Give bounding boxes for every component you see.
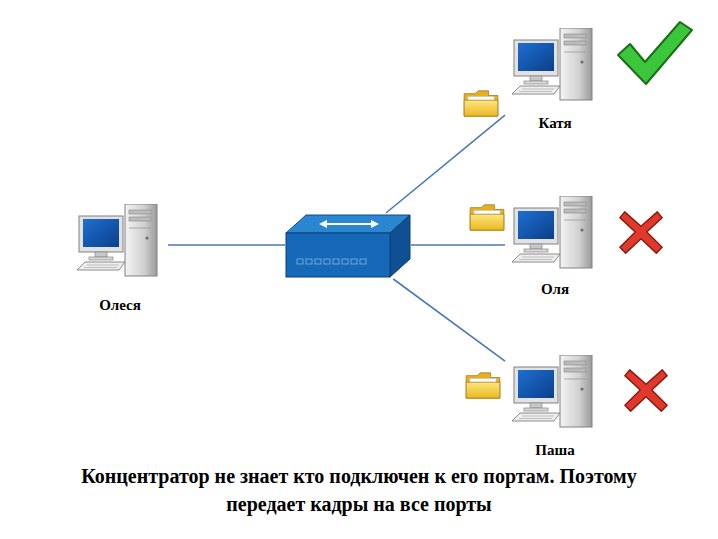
hub-node (285, 213, 411, 279)
computer-icons (77, 28, 592, 427)
hub-port (351, 259, 357, 264)
hub-part (390, 215, 410, 277)
hub-port (324, 259, 330, 264)
computer-icon (512, 355, 592, 427)
computer-node: Катя (505, 26, 605, 132)
network-cable (386, 115, 505, 213)
caption-text: Концентратор не знает кто подключен к ег… (59, 462, 659, 518)
folder-icon (464, 91, 498, 116)
folder-icon (466, 373, 500, 398)
computer-node: Олеся (72, 204, 168, 314)
network-cable (393, 279, 505, 361)
computer-name: Олеся (72, 297, 168, 314)
computer-node: Паша (505, 353, 605, 459)
computer-icon (77, 204, 157, 276)
computer-node: Оля (505, 194, 605, 298)
folder-icon (470, 205, 504, 230)
hub-port (360, 259, 366, 264)
hub-part (325, 223, 373, 225)
computer-name: Оля (505, 281, 605, 298)
hub-port (315, 259, 321, 264)
hub-port (342, 259, 348, 264)
hub-part (371, 220, 379, 228)
computer-name: Паша (505, 442, 605, 459)
hub-part (319, 220, 327, 228)
computer-icon (512, 196, 592, 268)
network-cable (168, 244, 285, 246)
hub-port (333, 259, 339, 264)
network-cable (411, 244, 505, 246)
cross-mark (625, 370, 667, 411)
hub-part (286, 215, 410, 233)
cross-mark (620, 212, 662, 253)
computer-icon (512, 28, 592, 100)
check-mark (618, 22, 692, 84)
hub-port (306, 259, 312, 264)
computer-name: Катя (505, 115, 605, 132)
hub-port (297, 259, 303, 264)
hub-shape (285, 213, 411, 279)
hub-part (286, 233, 390, 277)
